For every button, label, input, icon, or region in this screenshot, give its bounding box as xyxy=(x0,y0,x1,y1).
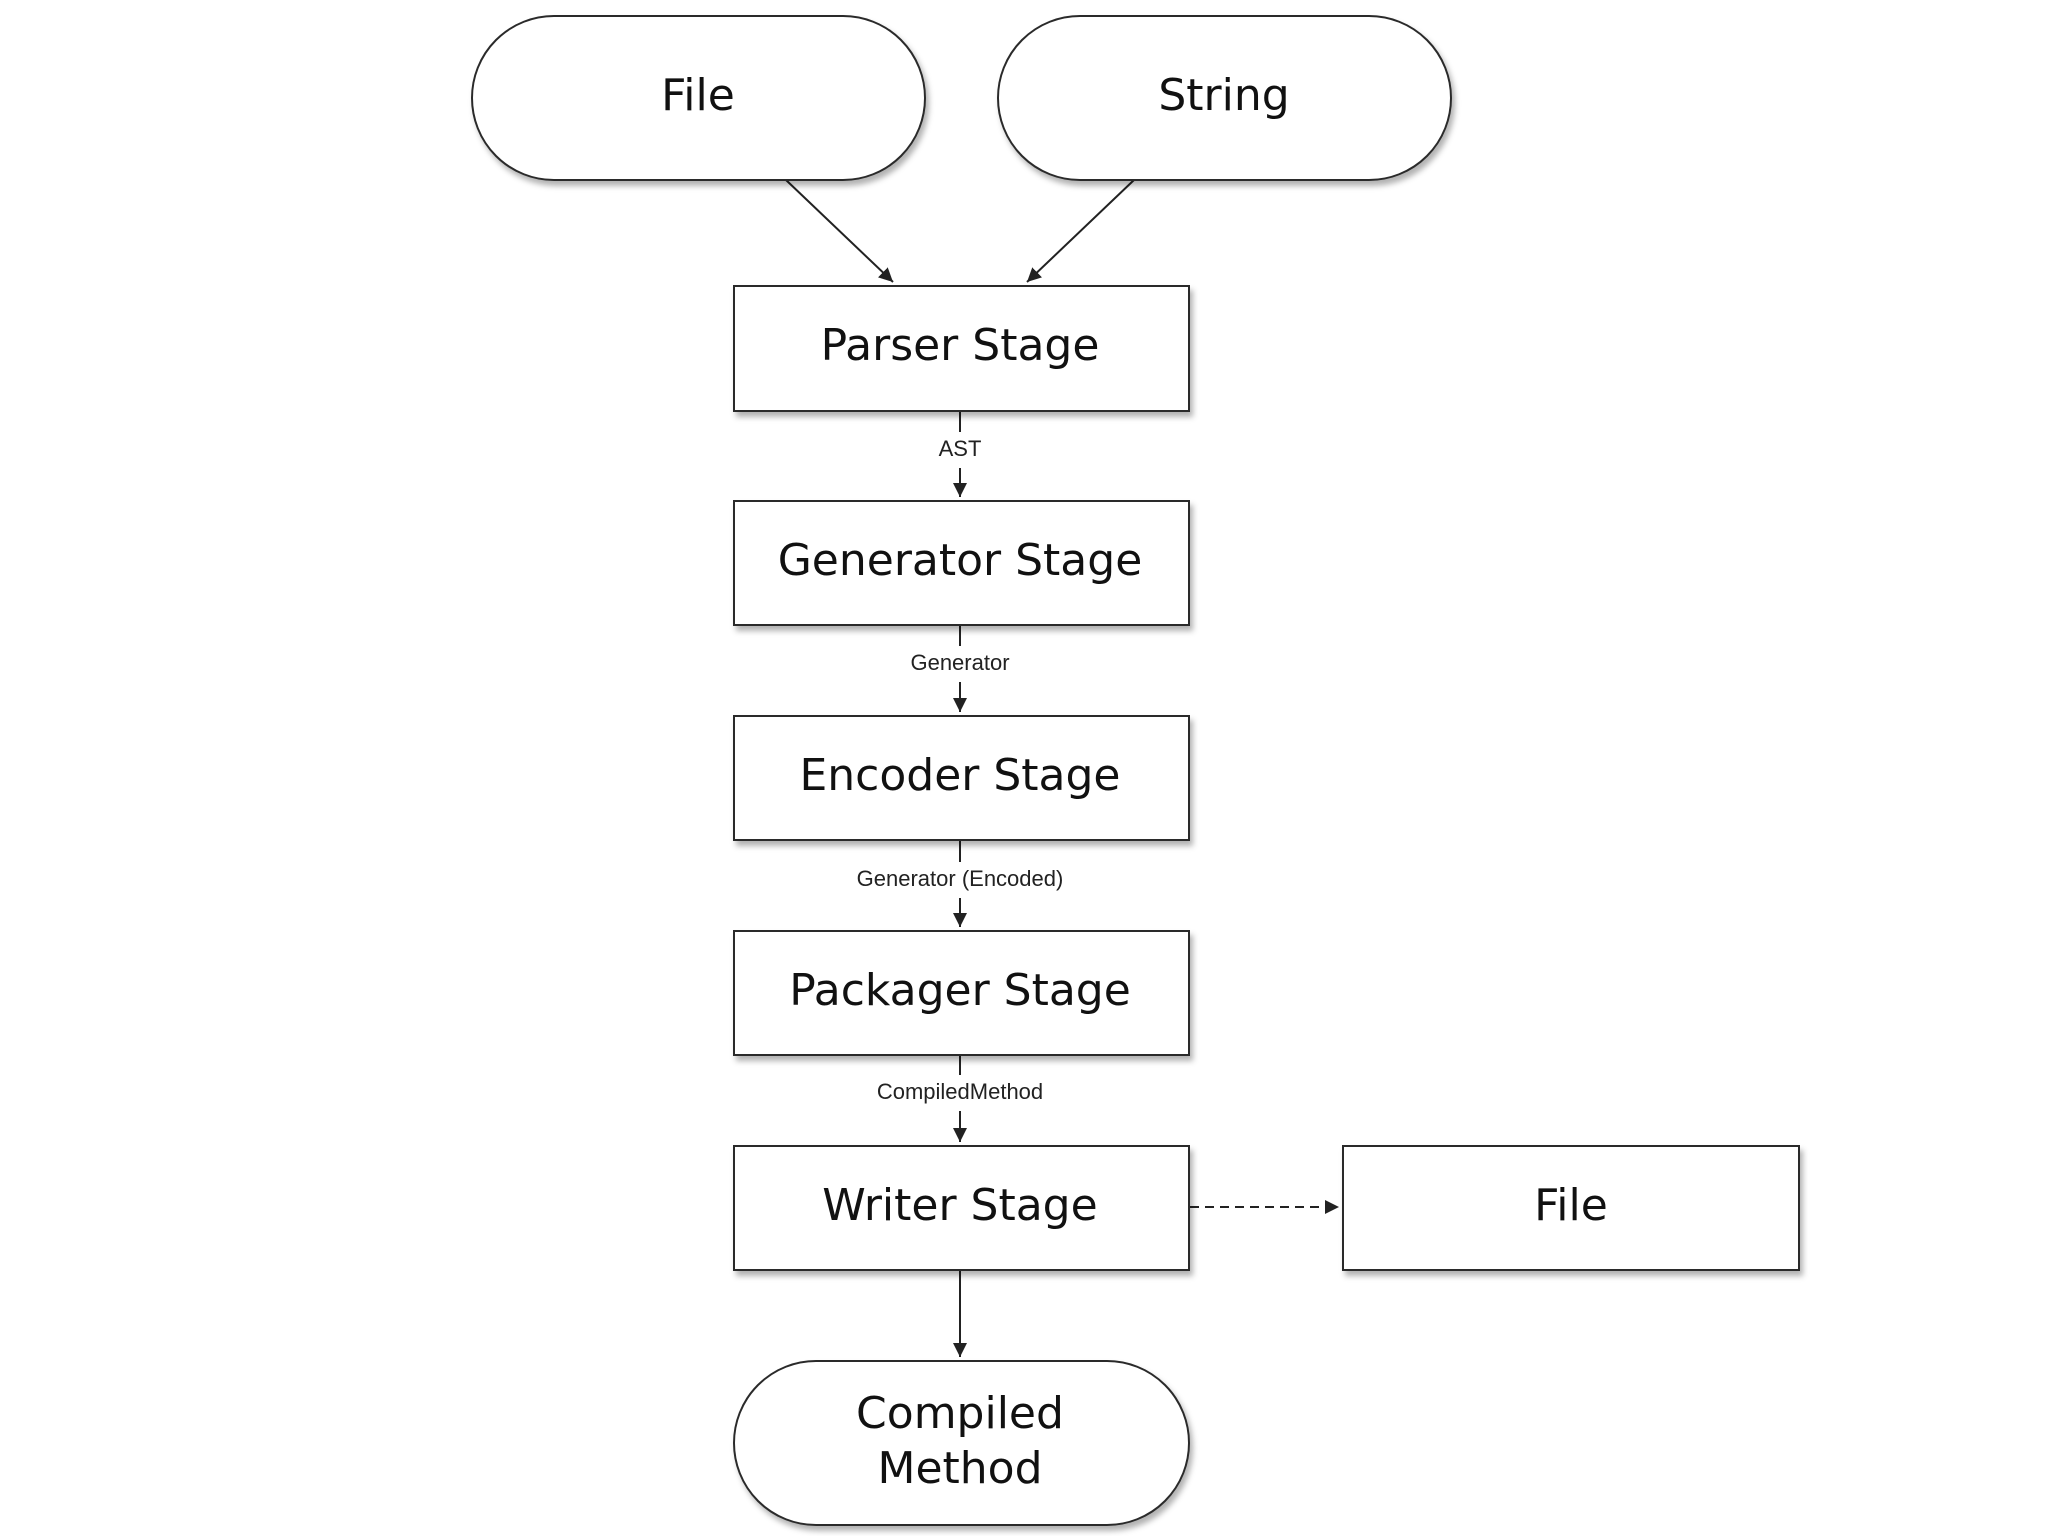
edge-label-generator-encoded: Generator (Encoded) xyxy=(857,866,1064,891)
node-encoder-stage: Encoder Stage xyxy=(733,715,1190,841)
node-compiled-method: Compiled Method xyxy=(733,1360,1190,1526)
node-label: File xyxy=(661,70,735,121)
edge-label-ast: AST xyxy=(939,436,982,461)
node-writer-stage: Writer Stage xyxy=(733,1145,1190,1271)
edge-label-bg xyxy=(924,432,996,468)
node-output-file: File xyxy=(1342,1145,1800,1271)
node-generator-stage: Generator Stage xyxy=(733,500,1190,626)
node-input-file: File xyxy=(471,15,926,181)
node-label: Encoder Stage xyxy=(799,750,1120,801)
node-label: Packager Stage xyxy=(789,965,1131,1016)
edge-label-compiledmethod: CompiledMethod xyxy=(877,1079,1043,1104)
edge-label-generator: Generator xyxy=(910,650,1009,675)
node-label: Parser Stage xyxy=(821,320,1100,371)
edge-label-bg xyxy=(866,1075,1054,1111)
node-label: Writer Stage xyxy=(822,1180,1097,1231)
node-label-line-2: Method xyxy=(877,1443,1042,1494)
edge-label-bg xyxy=(842,862,1078,898)
edge-label-bg xyxy=(895,646,1025,682)
node-parser-stage: Parser Stage xyxy=(733,285,1190,412)
edge-string-to-parser xyxy=(1026,179,1135,283)
node-input-string: String xyxy=(997,15,1452,181)
node-label: Generator Stage xyxy=(778,535,1143,586)
node-label: File xyxy=(1534,1180,1608,1231)
edge-file-to-parser xyxy=(785,179,894,283)
node-packager-stage: Packager Stage xyxy=(733,930,1190,1056)
node-label-line-1: Compiled xyxy=(856,1388,1064,1439)
node-label: String xyxy=(1158,70,1289,121)
